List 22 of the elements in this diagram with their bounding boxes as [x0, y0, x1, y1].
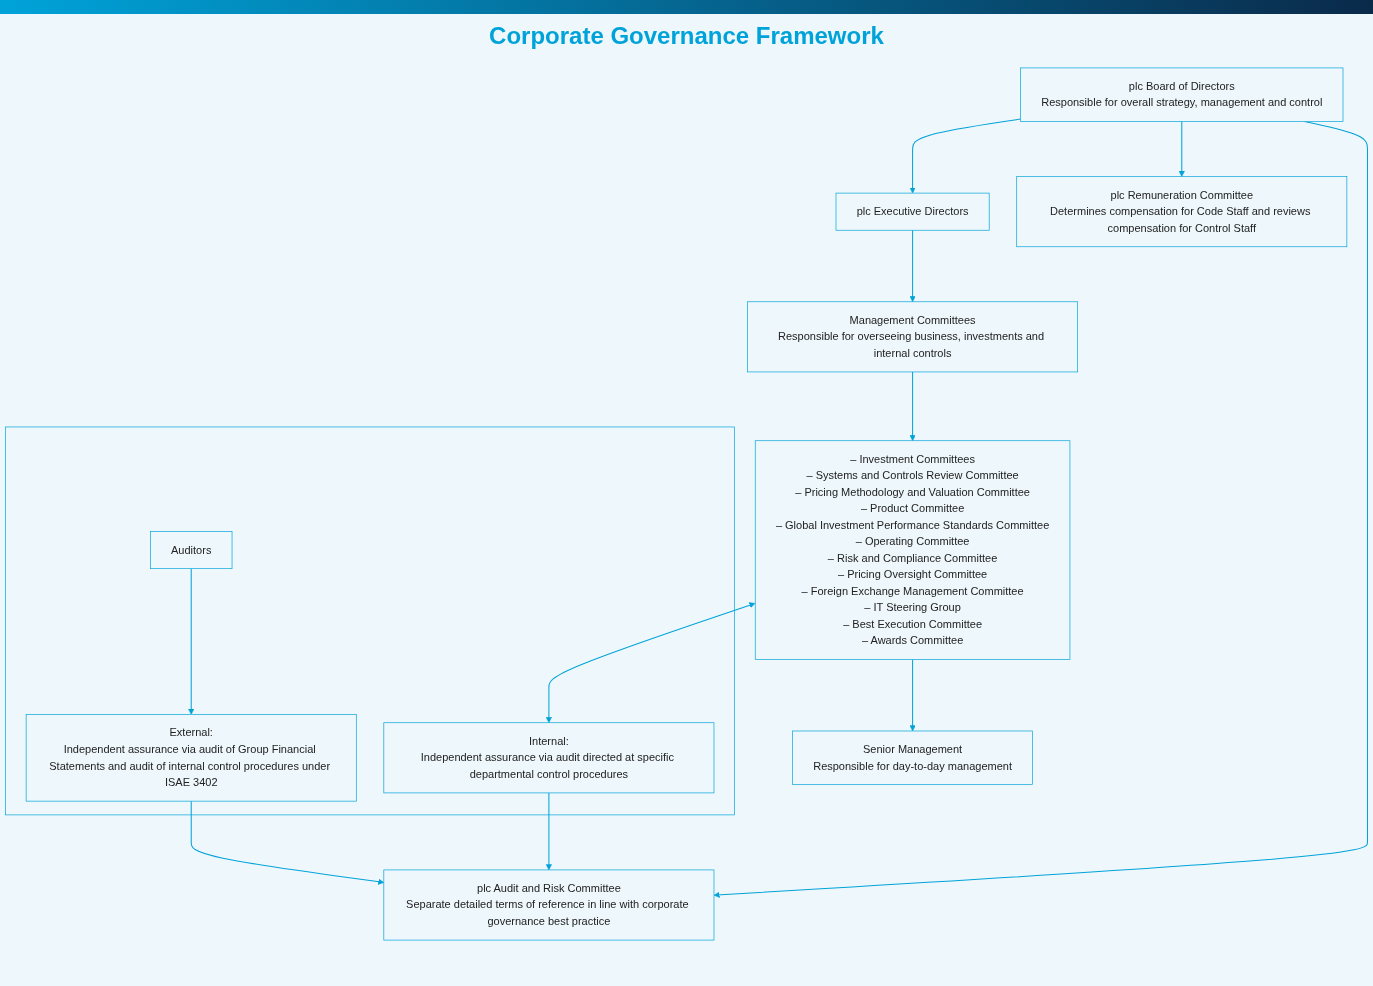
node-box: External: Independent assurance via audit of Group Financial Statements and audit of internal control procedures under ISAE 3402 — [25, 714, 357, 802]
node-box: plc Executive Directors — [835, 192, 990, 231]
arrow — [909, 118, 1022, 194]
cluster — [5, 426, 735, 816]
arrow — [188, 568, 195, 715]
arrow — [1178, 121, 1185, 177]
node-box: Internal: Independent assurance via audit directed at specific departmental control procedures — [383, 722, 715, 794]
node-box: plc Board of Directors Responsible for overall strategy, management and control — [1020, 67, 1344, 122]
arrow — [190, 800, 385, 885]
arrow — [909, 371, 916, 441]
node-box: Management Committees Responsible for overseeing business, investments and internal controls — [747, 301, 1078, 373]
node-box: – Investment Committees – Systems and Controls Review Committee – Pricing Methodology and Valuation Committee – Product Committee – Global Investment Performance Standards Committee – Operating Committee – Risk and Compliance Committee – Pricing Oversight Committee – Foreign Exchange Management Committee – IT Steering Group – Best Execution Committee – Awards Committee — [754, 440, 1071, 660]
arrow — [545, 602, 756, 723]
arrow — [545, 792, 552, 871]
arrow — [909, 229, 916, 303]
node-box: Senior Management Responsible for day-to-day management — [792, 730, 1033, 785]
node-box: plc Remuneration Committee Determines compensation for Code Staff and reviews compensation for Control Staff — [1016, 176, 1348, 248]
node-box: plc Audit and Risk Committee Separate detailed terms of reference in line with corporate governance best practice — [383, 869, 715, 941]
node-box: Auditors — [150, 531, 233, 569]
diagram-title: Corporate Governance Framework — [488, 22, 885, 50]
arrow — [909, 658, 916, 732]
arrow — [713, 121, 1368, 898]
